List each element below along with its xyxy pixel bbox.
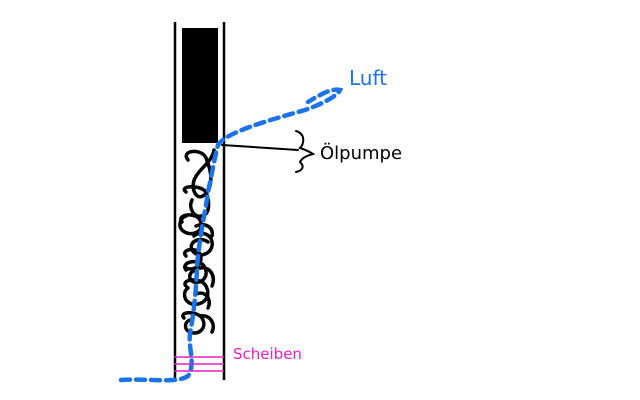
luft-label: Luft [349,66,387,90]
chain-link [182,278,211,310]
brace-line [221,144,299,151]
oil-pump-block [182,28,218,143]
tube [173,22,226,380]
oelpumpe-label: Ölpumpe [320,143,403,164]
scheiben-label: Scheiben [233,345,302,363]
oil-pump-brace [221,130,316,173]
chain-link [184,148,216,199]
brace-curve [295,130,316,173]
air-path-line [118,87,344,383]
chain-link [182,231,214,271]
chain-link [181,311,215,335]
discs [174,356,224,372]
chain [178,148,216,335]
chain-link [183,259,215,288]
chain-link [182,185,211,218]
air-path [118,87,344,383]
